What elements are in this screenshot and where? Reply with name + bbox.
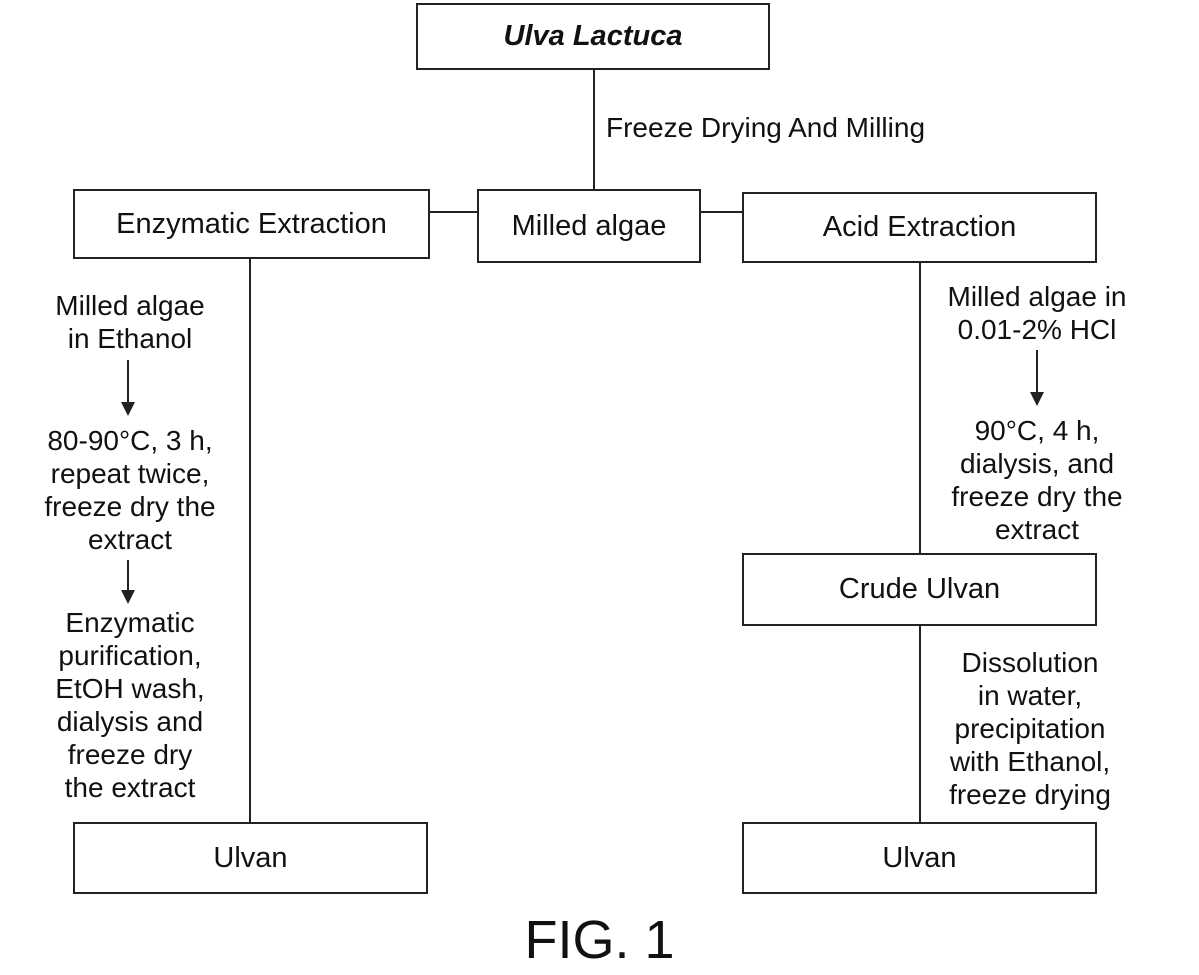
- left-step-3-line: purification,: [20, 639, 240, 672]
- right-step-2-line: dialysis, and: [927, 447, 1147, 480]
- right-step-2-line: extract: [927, 513, 1147, 546]
- left-step-3-line: dialysis and: [20, 705, 240, 738]
- node-acid-extraction: Acid Extraction: [742, 192, 1097, 263]
- left-step-1-line: Milled algae: [20, 289, 240, 322]
- connector-acid-crude: [919, 262, 921, 554]
- node-ulva-lactuca: Ulva Lactuca: [416, 3, 770, 70]
- right-step-3-line: precipitation: [920, 712, 1140, 745]
- edge-label-freeze-drying: Freeze Drying And Milling: [606, 111, 925, 144]
- right-step-3-line: with Ethanol,: [920, 745, 1140, 778]
- right-step-2: 90°C, 4 h, dialysis, and freeze dry the …: [927, 414, 1147, 546]
- right-step-2-line: 90°C, 4 h,: [927, 414, 1147, 447]
- left-arrow-1: [127, 360, 129, 404]
- left-step-3-line: freeze dry: [20, 738, 240, 771]
- node-milled-algae: Milled algae: [477, 189, 701, 263]
- left-step-2-line: extract: [20, 523, 240, 556]
- node-ulvan-right: Ulvan: [742, 822, 1097, 894]
- right-step-3: Dissolution in water, precipitation with…: [920, 646, 1140, 811]
- node-crude-ulvan: Crude Ulvan: [742, 553, 1097, 626]
- left-arrow-2: [127, 560, 129, 592]
- left-step-1: Milled algae in Ethanol: [20, 289, 240, 355]
- connector-enzymatic-ulvan: [249, 258, 251, 824]
- connector-enzymatic-milled: [428, 211, 478, 213]
- right-step-3-line: in water,: [920, 679, 1140, 712]
- right-step-1-line: Milled algae in: [927, 280, 1147, 313]
- left-step-3-line: the extract: [20, 771, 240, 804]
- connector-source-milled: [593, 68, 595, 190]
- connector-milled-acid: [699, 211, 744, 213]
- left-step-3: Enzymatic purification, EtOH wash, dialy…: [20, 606, 240, 804]
- left-step-2-line: repeat twice,: [20, 457, 240, 490]
- left-step-2-line: 80-90°C, 3 h,: [20, 424, 240, 457]
- left-step-1-line: in Ethanol: [20, 322, 240, 355]
- right-step-1-line: 0.01-2% HCl: [927, 313, 1147, 346]
- right-step-3-line: Dissolution: [920, 646, 1140, 679]
- right-step-2-line: freeze dry the: [927, 480, 1147, 513]
- left-step-3-line: Enzymatic: [20, 606, 240, 639]
- node-ulvan-left: Ulvan: [73, 822, 428, 894]
- left-step-2: 80-90°C, 3 h, repeat twice, freeze dry t…: [20, 424, 240, 556]
- right-arrow-1: [1036, 350, 1038, 394]
- right-step-3-line: freeze drying: [920, 778, 1140, 811]
- right-step-1: Milled algae in 0.01-2% HCl: [927, 280, 1147, 346]
- left-step-3-line: EtOH wash,: [20, 672, 240, 705]
- node-enzymatic-extraction: Enzymatic Extraction: [73, 189, 430, 259]
- figure-caption: FIG. 1: [0, 910, 1199, 970]
- left-step-2-line: freeze dry the: [20, 490, 240, 523]
